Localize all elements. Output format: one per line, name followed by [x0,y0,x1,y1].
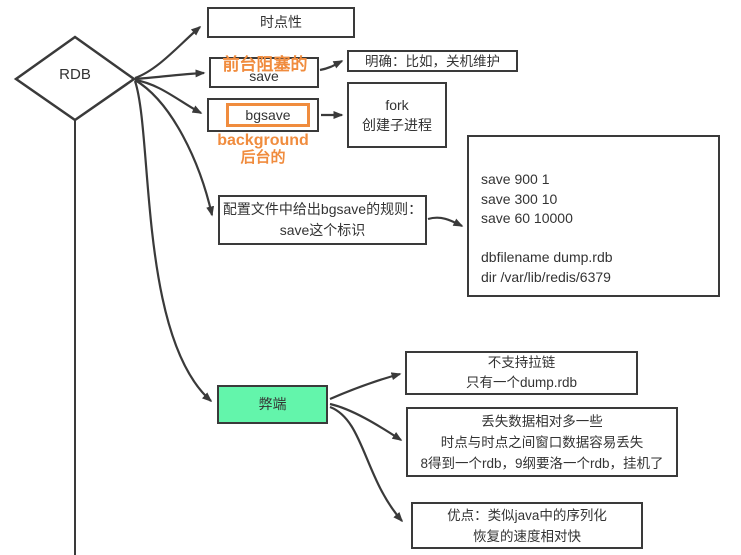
edge-drawback-loss [329,402,403,441]
edge-rdb-config [134,79,215,217]
node-explicit-example: 明确：比如，关机维护 [347,50,518,72]
node-data-loss-line2: 时点与时点之间窗口数据容易丢失 [440,434,644,450]
edge-rdb-save [134,69,206,81]
rdb-node-label: RDB [59,66,91,83]
node-data-loss-line3: 8得到一个rdb，9纲要洛一个rdb，挂机了 [420,455,664,471]
node-fork-line1: fork [385,97,409,113]
node-data-loss-line1: 丢失数据相对多一些 [481,413,603,429]
edge-rdb-bgsave [134,78,203,114]
node-config-line1: 配置文件中给出bgsave的规则： [222,201,423,217]
code-line: save 900 1 [481,171,550,187]
edge-rdb-drawback [133,80,213,402]
edge-config-code [427,216,464,227]
edge-drawback-nozip [329,372,402,401]
code-line: save 60 10000 [481,210,573,226]
node-drawbacks-label: 弊端 [258,396,287,412]
node-drawbacks: 弊端 [217,385,328,424]
edge-drawback-advantage [329,405,403,523]
node-no-chain-line2: 只有一个dump.rdb [465,375,578,390]
node-advantage: 优点：类似java中的序列化 恢复的速度相对快 [411,502,643,549]
node-fork: fork 创建子进程 [347,82,447,148]
bgsave-annotation-line1: background [217,132,309,149]
node-advantage-line2: 恢复的速度相对快 [473,528,581,544]
node-bgsave: bgsave [207,98,319,132]
node-data-loss: 丢失数据相对多一些 时点与时点之间窗口数据容易丢失 8得到一个rdb，9纲要洛一… [406,407,678,477]
node-no-chain-line1: 不支持拉链 [487,355,556,370]
node-fork-line2: 创建子进程 [362,117,432,133]
edge-rdb-timepoint [134,26,202,80]
node-advantage-line1: 优点：类似java中的序列化 [447,507,607,523]
code-line [481,229,718,249]
node-explicit-example-label: 明确：比如，关机维护 [365,54,500,69]
bgsave-annotation-line2: 后台的 [240,149,286,166]
node-save-label: save [249,68,279,84]
edge-save-mingque [319,60,344,72]
code-line: save 300 10 [481,190,558,207]
node-timepoint: 时点性 [207,7,355,38]
bgsave-annotation-background: background 后台的 [204,133,322,166]
node-config-rule: 配置文件中给出bgsave的规则： save这个标识 [218,195,427,245]
node-bgsave-highlight-frame: bgsave [226,103,310,127]
code-line: dbfilename dump.rdb [481,249,613,265]
node-config-snippet: save 900 1 save 300 10 save 60 10000 dbf… [467,135,720,297]
node-config-line2: save这个标识 [279,222,366,238]
save-annotation-foreground-blocking: 前台阻塞的 [222,55,308,74]
node-timepoint-label: 时点性 [260,14,302,30]
code-line: dir /var/lib/redis/6379 [481,268,611,285]
node-save: save [209,57,319,88]
node-no-chain: 不支持拉链 只有一个dump.rdb [405,351,638,395]
node-bgsave-label: bgsave [245,107,291,123]
